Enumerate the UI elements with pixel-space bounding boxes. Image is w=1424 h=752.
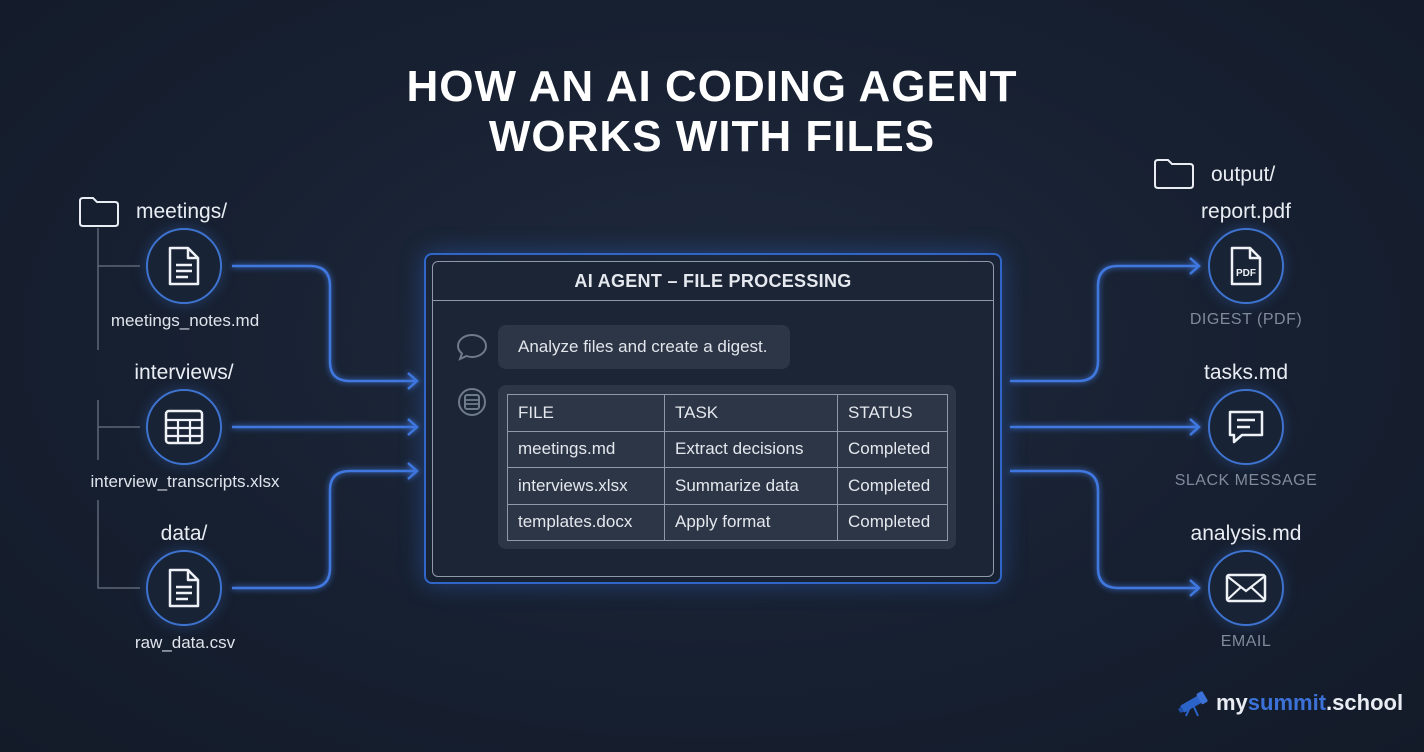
file-label-meetings-notes: meetings_notes.md [110, 311, 260, 330]
output-label-tasks: tasks.md [1203, 361, 1289, 384]
agent-panel-frame [424, 253, 1002, 584]
output-subtitle-analysis: EMAIL [1220, 633, 1272, 650]
page-title: HOW AN AI CODING AGENT WORKS WITH FILES [0, 62, 1424, 162]
table-cell: Completed [837, 503, 948, 541]
chat-icon [1228, 410, 1264, 444]
brand-part-my: my [1216, 690, 1248, 715]
output-subtitle-tasks: SLACK MESSAGE [1174, 472, 1318, 489]
table-cell: templates.docx [507, 503, 665, 541]
table-row: interviews.xlsx Summarize data Completed [507, 467, 948, 505]
output-node-report[interactable]: PDF [1208, 228, 1284, 304]
table-cell: Apply format [664, 503, 838, 541]
folder-label-data: data/ [160, 522, 208, 545]
title-line-2: WORKS WITH FILES [488, 112, 936, 161]
column-header-file: FILE [507, 394, 665, 432]
table-cell: Completed [837, 430, 948, 468]
mail-icon [1225, 573, 1267, 603]
wire-report [1010, 264, 1198, 383]
task-table: FILE TASK STATUS meetings.md Extract dec… [507, 394, 948, 541]
title-line-1: HOW AN AI CODING AGENT [406, 62, 1018, 111]
output-label-report: report.pdf [1201, 200, 1291, 223]
table-header-row: FILE TASK STATUS [507, 394, 948, 432]
brand-part-school: .school [1326, 690, 1404, 715]
folder-label-interviews: interviews/ [134, 361, 234, 384]
file-node-interview-transcripts[interactable] [146, 389, 222, 465]
output-subtitle-report: DIGEST (PDF) [1189, 311, 1303, 328]
file-node-raw-data[interactable] [146, 550, 222, 626]
folder-icon [1154, 159, 1194, 189]
wire-data [232, 469, 416, 590]
brand-part-summit: summit [1247, 690, 1327, 715]
file-label-interview-transcripts: interview_transcripts.xlsx [90, 472, 280, 491]
chat-bubble-icon [456, 333, 488, 361]
table-cell: interviews.xlsx [507, 467, 665, 505]
output-label-analysis: analysis.md [1190, 522, 1302, 545]
pdf-icon: PDF [1230, 246, 1262, 286]
output-node-analysis[interactable] [1208, 550, 1284, 626]
telescope-icon [1178, 691, 1208, 717]
folder-icon [79, 197, 119, 227]
table-row: meetings.md Extract decisions Completed [507, 430, 948, 468]
table-cell: meetings.md [507, 430, 665, 468]
file-label-raw-data: raw_data.csv [134, 633, 236, 652]
wire-analysis [1010, 469, 1198, 590]
folder-label-meetings: meetings/ [136, 200, 228, 223]
document-icon [168, 568, 200, 608]
table-cell: Summarize data [664, 467, 838, 505]
table-row: templates.docx Apply format Completed [507, 503, 948, 541]
table-cell: Extract decisions [664, 430, 838, 468]
column-header-task: TASK [664, 394, 838, 432]
output-node-tasks[interactable] [1208, 389, 1284, 465]
agent-panel-header: AI AGENT – FILE PROCESSING [432, 261, 994, 301]
document-icon [168, 246, 200, 286]
brand-logo[interactable]: mysummit.school [1176, 688, 1403, 718]
pdf-icon-text: PDF [1236, 268, 1256, 279]
wire-meetings [232, 264, 416, 383]
column-header-status: STATUS [837, 394, 948, 432]
table-cell: Completed [837, 467, 948, 505]
folder-label-output: output/ [1211, 163, 1276, 186]
spreadsheet-icon [164, 409, 204, 445]
prompt-message: Analyze files and create a digest. [498, 325, 790, 369]
file-node-meetings-notes[interactable] [146, 228, 222, 304]
agent-gear-icon [458, 388, 486, 416]
